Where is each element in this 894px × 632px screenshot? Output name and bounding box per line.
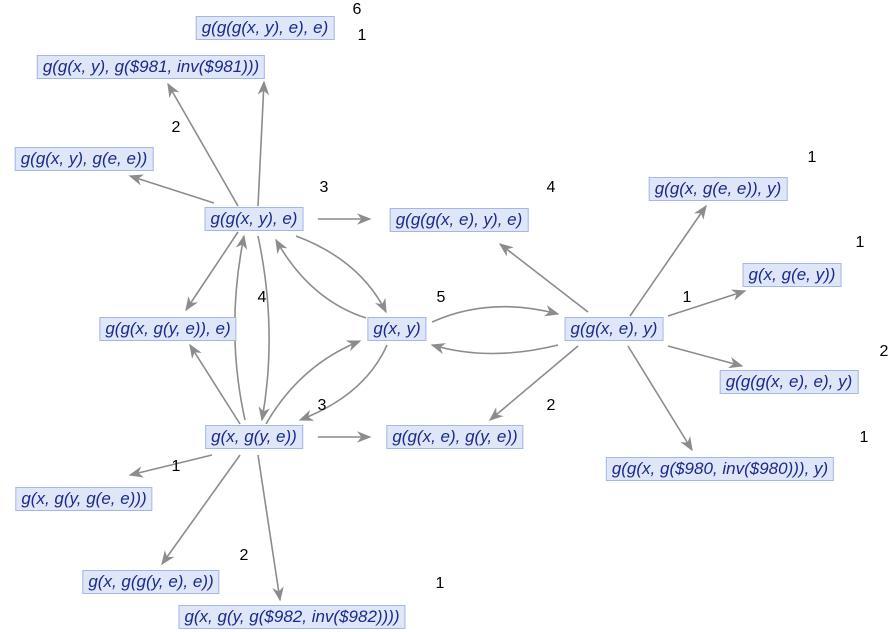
edge-count-label: 1 xyxy=(435,575,445,592)
edge-arrow xyxy=(430,343,559,355)
graph-node[interactable]: g(g(x, y), g(e, e)) xyxy=(14,147,154,171)
edge-arrow xyxy=(488,345,579,421)
edge-count-label: 6 xyxy=(352,1,362,18)
edge-arrow xyxy=(257,235,270,422)
edge-arrow xyxy=(295,235,387,314)
edge-arrow xyxy=(265,340,362,425)
edge-arrow xyxy=(257,454,284,602)
graph-node[interactable]: g(g(x, g(y, e)), e) xyxy=(99,317,237,341)
graph-node[interactable]: g(g(g(x, e), y), e) xyxy=(389,208,529,232)
edge-arrow xyxy=(667,345,744,369)
edge-count-label: 3 xyxy=(319,179,329,196)
edge-arrow xyxy=(185,231,239,312)
edge-count-label: 2 xyxy=(879,343,889,360)
edge-arrow xyxy=(161,454,241,566)
edge-arrow xyxy=(128,454,213,478)
edge-arrow xyxy=(257,80,270,207)
edge-arrow xyxy=(667,289,747,317)
edge-arrow xyxy=(167,82,239,207)
edge-arrow xyxy=(189,343,241,425)
graph-node[interactable]: g(x, g(g(y, e), e)) xyxy=(82,570,220,594)
edge-count-label: 4 xyxy=(257,289,267,306)
edge-arrow xyxy=(629,204,707,317)
edge-count-label: 1 xyxy=(682,289,692,306)
edge-count-label: 1 xyxy=(855,234,865,251)
edge-count-label: 1 xyxy=(357,27,367,44)
edge-arrow xyxy=(498,243,589,313)
edge-count-label: 1 xyxy=(807,149,817,166)
graph-node[interactable]: g(g(x, e), y) xyxy=(564,317,664,341)
graph-node[interactable]: g(g(g(x, e), e), y) xyxy=(719,370,859,394)
edge-count-label: 2 xyxy=(546,397,556,414)
edge-count-label: 3 xyxy=(317,397,327,414)
graph-node[interactable]: g(g(x, g($980, inv($980))), y) xyxy=(605,457,835,481)
edge-count-label: 2 xyxy=(239,547,249,564)
edge-arrow xyxy=(431,305,560,323)
graph-node[interactable]: g(x, g(y, g($982, inv($982)))) xyxy=(178,605,406,629)
graph-node[interactable]: g(g(x, g(e, e)), y) xyxy=(648,177,788,201)
edge-count-label: 5 xyxy=(436,289,446,306)
edge-count-label: 1 xyxy=(859,429,869,446)
edge-count-label: 1 xyxy=(171,458,181,475)
edge-arrow xyxy=(298,344,388,421)
graph-node[interactable]: g(x, g(y, e)) xyxy=(205,425,303,449)
graph-node[interactable]: g(g(x, e), g(y, e)) xyxy=(386,425,524,449)
graph-node[interactable]: g(x, g(e, y)) xyxy=(742,263,842,287)
graph-node[interactable]: g(g(g(x, y), e), e) xyxy=(195,16,335,40)
edge-arrow xyxy=(627,345,693,452)
graph-node[interactable]: g(x, g(y, g(e, e))) xyxy=(15,487,153,511)
graph-node[interactable]: g(x, y) xyxy=(367,317,427,341)
edge-arrow xyxy=(128,174,215,204)
graph-node[interactable]: g(g(x, y), g($981, inv($981))) xyxy=(36,55,266,79)
edge-count-label: 4 xyxy=(546,179,556,196)
edge-count-label: 2 xyxy=(171,119,181,136)
graph-node[interactable]: g(g(x, y), e) xyxy=(204,207,304,231)
edge-arrow xyxy=(275,238,367,319)
